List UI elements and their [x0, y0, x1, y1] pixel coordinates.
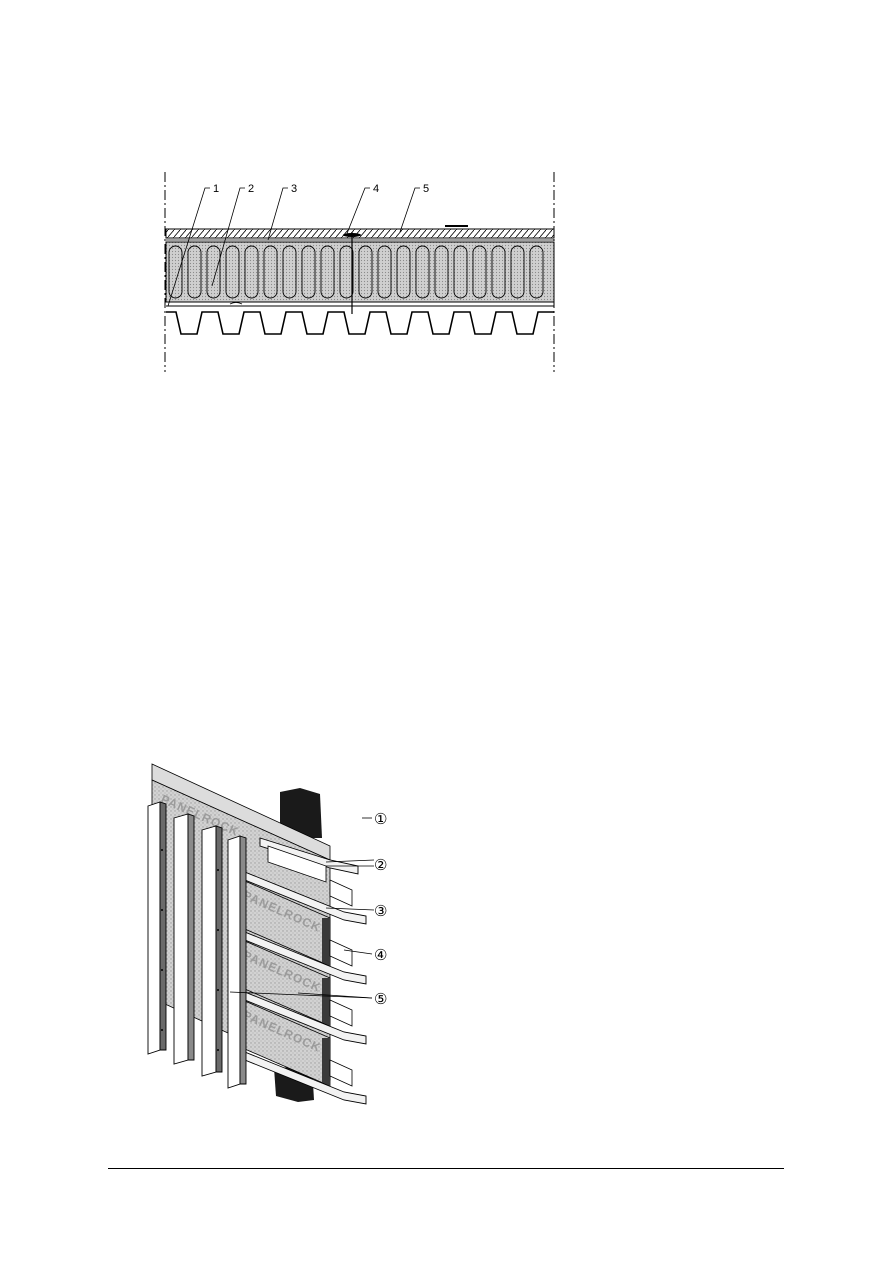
callout-4: 4 [373, 183, 379, 195]
callout-2: 2 [248, 183, 254, 195]
callout-5: 5 [423, 183, 429, 195]
callout-circled-4: ④ [374, 947, 387, 964]
insulation-fibres [168, 245, 544, 299]
footer-rule [108, 1168, 784, 1169]
covering-layer [165, 228, 555, 239]
callout-circled-5: ⑤ [374, 991, 387, 1008]
trapezoidal-deck [166, 311, 554, 335]
layer-edges [267, 845, 353, 1087]
callout-leaders [229, 859, 375, 999]
roof-section-diagram: 1 2 3 4 5 [164, 172, 555, 372]
steel-column-top [280, 788, 322, 838]
callout-circled-3: ③ [374, 903, 387, 920]
callout-circled-2: ② [374, 857, 387, 874]
insulation-edges [322, 918, 330, 1086]
callout-circled-1: ① [374, 811, 387, 828]
insulation-slabs [237, 877, 331, 1087]
sheeting-fasteners [161, 849, 219, 1051]
vertical-sheeting [147, 801, 247, 1089]
callout-3: 3 [291, 183, 297, 195]
wall-cladding-diagram: PANELROCK PANELROCK PANELROCK PANELROCK … [147, 763, 387, 1105]
insulation-board [165, 241, 555, 303]
callout-1: 1 [213, 183, 219, 195]
callout-lines [167, 187, 420, 307]
horizontal-rails [229, 837, 367, 1105]
